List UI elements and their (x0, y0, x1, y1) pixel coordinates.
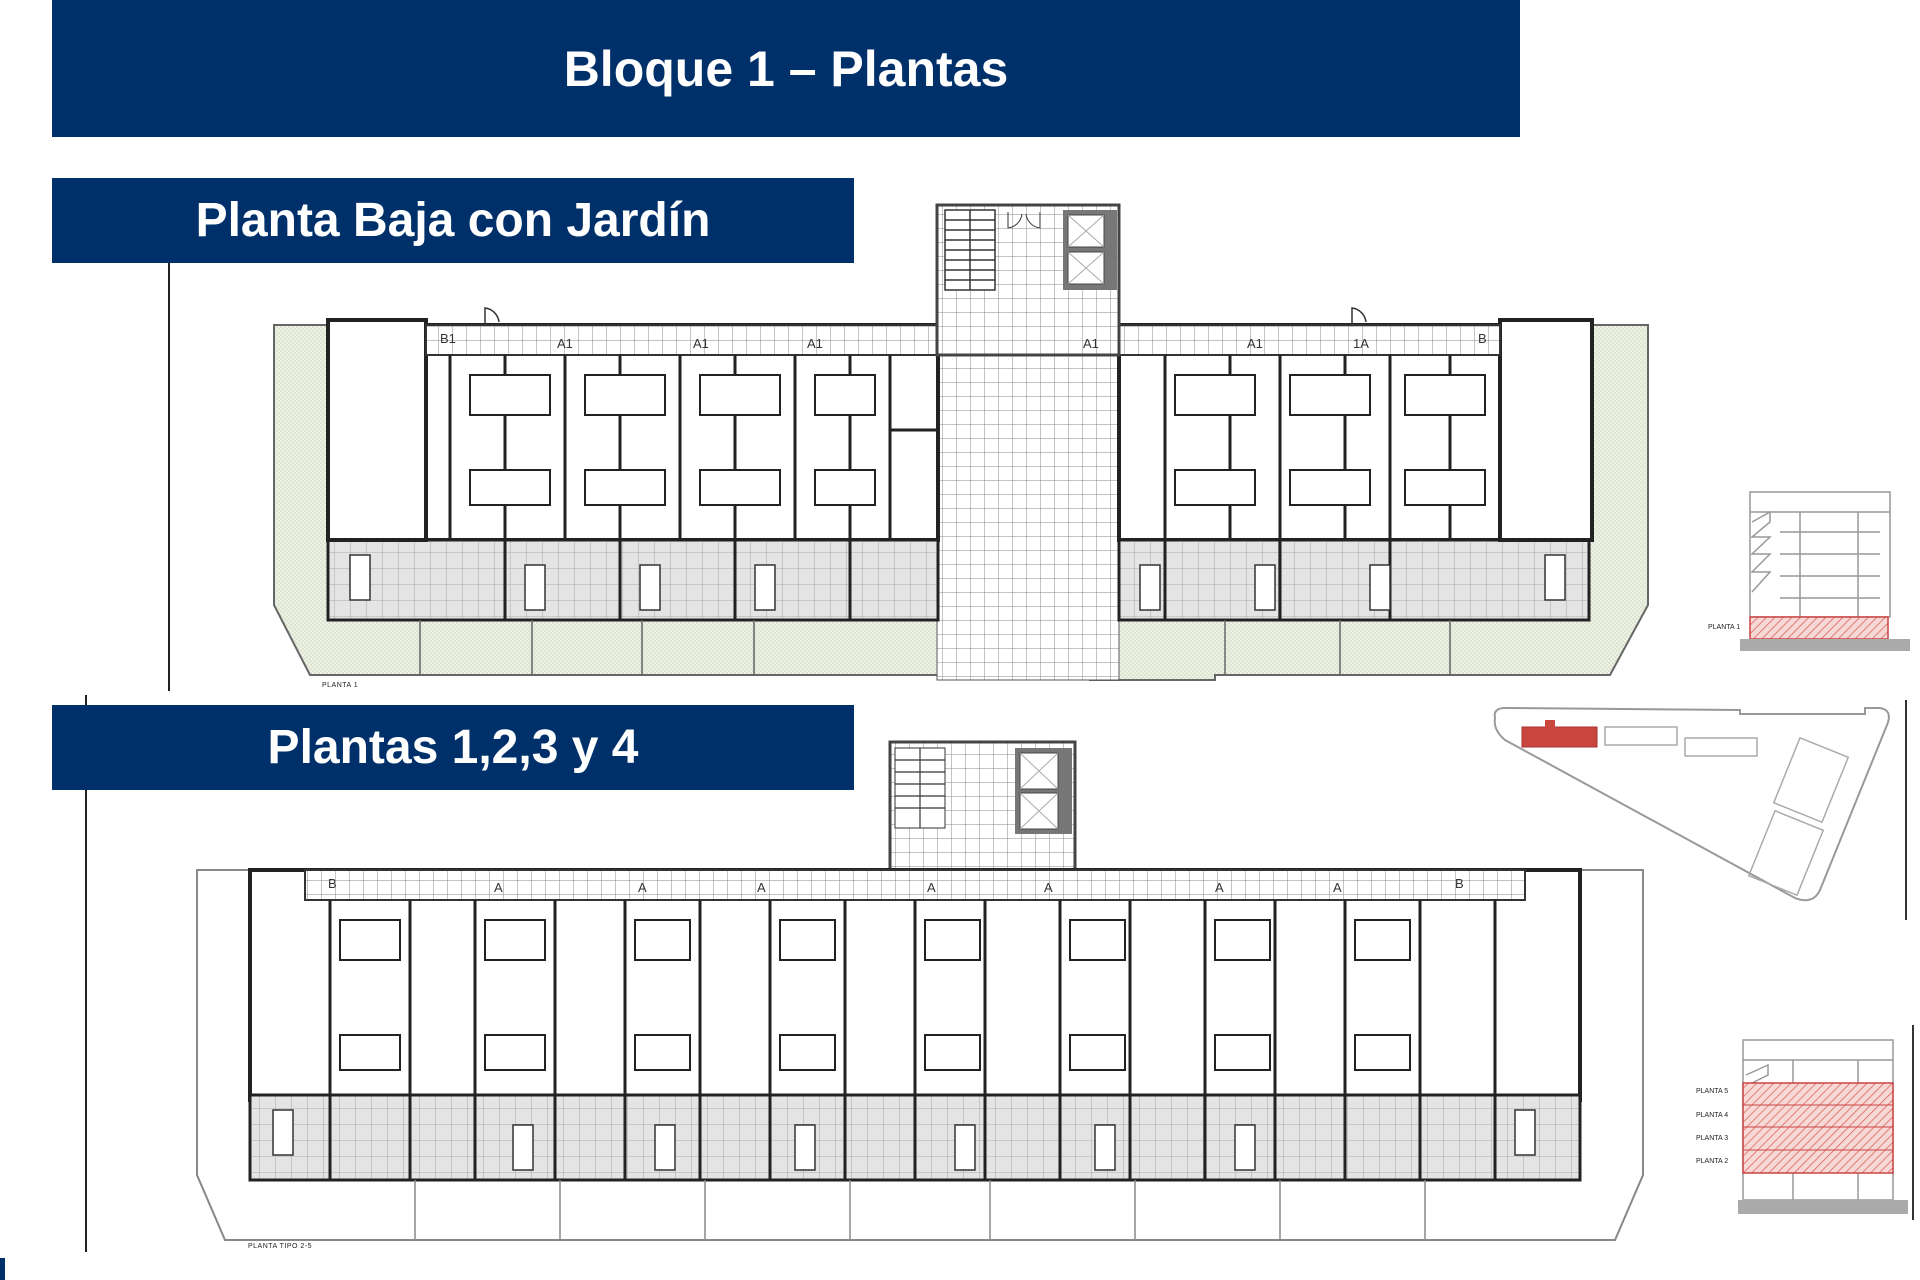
unit-label: A (1215, 880, 1224, 895)
unit-label: A1 (693, 336, 709, 351)
unit-label: B (1478, 331, 1487, 346)
section-floor-label: PLANTA 5 (1696, 1088, 1729, 1095)
unit-label: A (1333, 880, 1342, 895)
unit-label: A1 (807, 336, 823, 351)
section-diagram-ground (1740, 491, 1910, 651)
unit-label: A1 (557, 336, 573, 351)
section-floor-label: PLANTA 2 (1696, 1158, 1729, 1165)
section-floor-label: PLANTA 3 (1696, 1135, 1729, 1142)
unit-label: A1 (1083, 336, 1099, 351)
unit-label: B (328, 876, 337, 891)
edge-mark (0, 1258, 5, 1280)
page-title-banner: Bloque 1 – Plantas (52, 0, 1520, 137)
plan-label: PLANTA TIPO 2-5 (248, 1243, 313, 1250)
section-title: Planta Baja con Jardín (195, 194, 711, 247)
divider-line (168, 263, 170, 691)
unit-label: A (494, 880, 503, 895)
site-plan (1493, 706, 1890, 902)
section-diagram-upper (1738, 1025, 1914, 1220)
divider-line (85, 790, 87, 1252)
ground-floor-plan (273, 203, 1649, 681)
unit-label: A (757, 880, 766, 895)
unit-label: A (1044, 880, 1053, 895)
section-banner-upper-floors: Plantas 1,2,3 y 4 (52, 705, 854, 790)
upper-floors-plan (196, 740, 1644, 1241)
unit-label: B (1455, 876, 1464, 891)
unit-label: A (638, 880, 647, 895)
divider-line (1905, 700, 1907, 920)
unit-label: A (927, 880, 936, 895)
section-floor-label: PLANTA 4 (1696, 1112, 1729, 1119)
section-banner-ground-floor: Planta Baja con Jardín (52, 178, 854, 263)
unit-label: A1 (1247, 336, 1263, 351)
page-title: Bloque 1 – Plantas (563, 40, 1009, 97)
unit-label: B1 (440, 331, 456, 346)
divider-line (85, 695, 87, 705)
unit-label: 1A (1353, 336, 1369, 351)
plan-label: PLANTA 1 (322, 682, 359, 689)
section-title: Plantas 1,2,3 y 4 (267, 721, 639, 774)
section-floor-label: PLANTA 1 (1708, 624, 1741, 631)
